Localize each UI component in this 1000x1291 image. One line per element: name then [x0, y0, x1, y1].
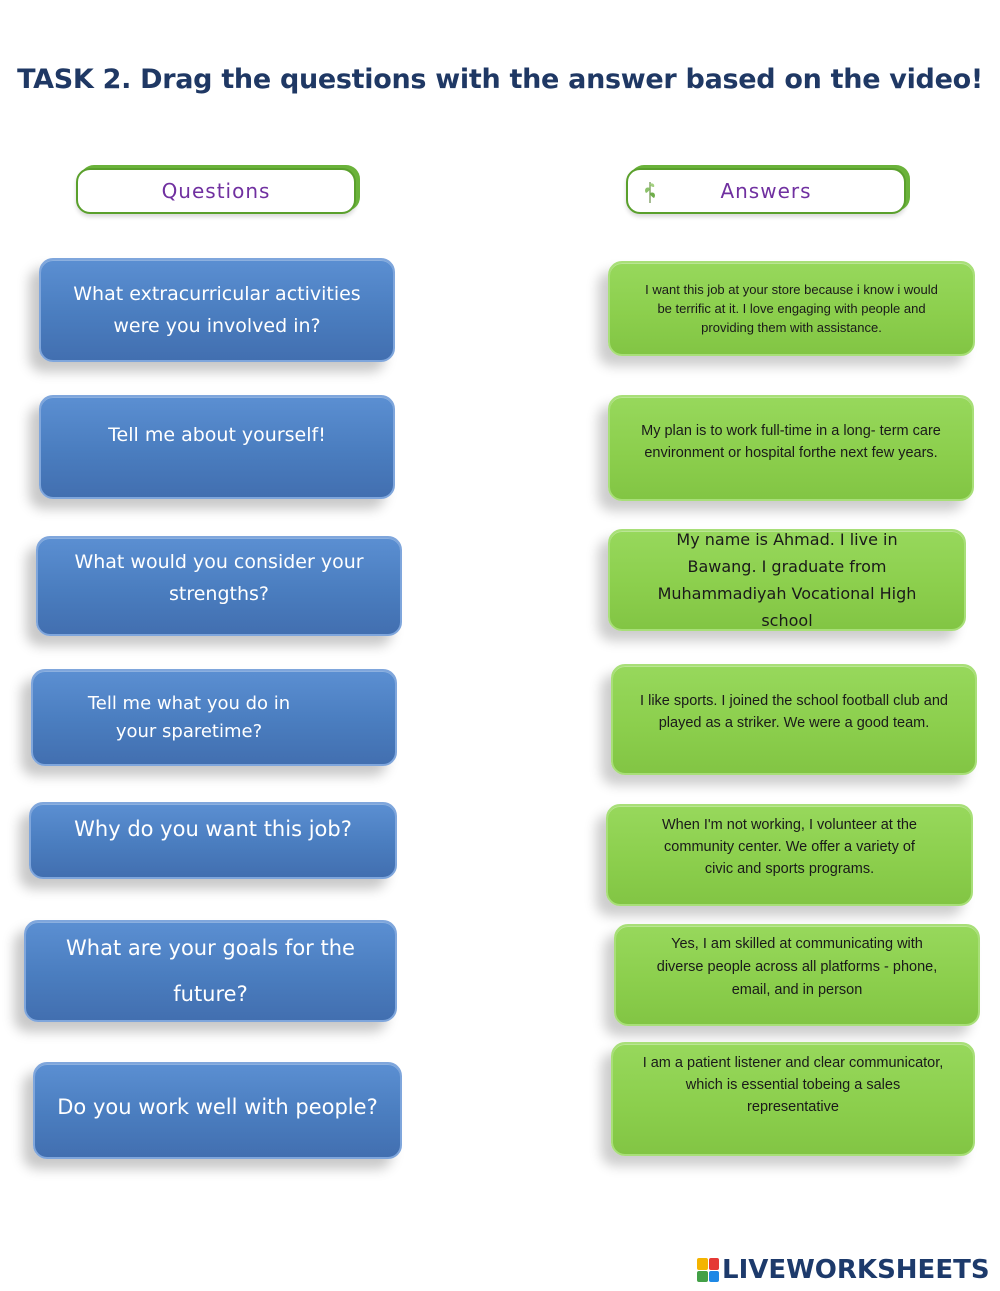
answer-text: My name is Ahmad. I live in Bawang. I gr…: [657, 530, 917, 630]
answer-text: I want this job at your store because i …: [645, 282, 938, 335]
answer-text: My plan is to work full-time in a long- …: [641, 423, 941, 461]
answer-card-5[interactable]: When I'm not working, I volunteer at the…: [606, 804, 973, 906]
answer-card-7[interactable]: I am a patient listener and clear commun…: [611, 1042, 975, 1156]
answer-text: I am a patient listener and clear commun…: [642, 1055, 944, 1115]
logo-text: LIVEWORKSHEETS: [722, 1255, 990, 1285]
question-text: Tell me what you do in your sparetime?: [87, 692, 291, 742]
questions-header: Questions: [76, 168, 356, 214]
answer-card-4[interactable]: I like sports. I joined the school footb…: [611, 664, 977, 775]
page-title: TASK 2. Drag the questions with the answ…: [17, 64, 983, 95]
question-card-1[interactable]: What extracurricular activities were you…: [39, 258, 395, 362]
answers-header: Answers: [626, 168, 906, 214]
answers-header-label: Answers: [720, 179, 812, 203]
question-card-5[interactable]: Why do you want this job?: [29, 802, 397, 879]
question-text: Do you work well with people?: [57, 1094, 378, 1119]
question-text: What would you consider your strengths?: [74, 551, 364, 605]
question-text: What are your goals for the future?: [66, 936, 355, 1006]
answer-card-1[interactable]: I want this job at your store because i …: [608, 261, 975, 356]
answer-card-6[interactable]: Yes, I am skilled at communicating with …: [614, 924, 980, 1026]
question-card-2[interactable]: Tell me about yourself!: [39, 395, 395, 499]
answer-text: When I'm not working, I volunteer at the…: [661, 817, 918, 877]
answer-card-2[interactable]: My plan is to work full-time in a long- …: [608, 395, 974, 501]
answer-text: Yes, I am skilled at communicating with …: [656, 935, 938, 998]
liveworksheets-logo-icon: [697, 1258, 719, 1282]
question-text: Why do you want this job?: [74, 816, 352, 841]
question-card-7[interactable]: Do you work well with people?: [33, 1062, 402, 1159]
question-card-4[interactable]: Tell me what you do in your sparetime?: [31, 669, 397, 766]
leaf-icon: [645, 182, 655, 204]
questions-header-label: Questions: [161, 179, 271, 203]
question-card-3[interactable]: What would you consider your strengths?: [36, 536, 402, 636]
question-text: Tell me about yourself!: [108, 424, 326, 446]
question-card-6[interactable]: What are your goals for the future?: [24, 920, 397, 1022]
answer-text: I like sports. I joined the school footb…: [640, 692, 948, 731]
answer-card-3[interactable]: My name is Ahmad. I live in Bawang. I gr…: [608, 529, 966, 631]
question-text: What extracurricular activities were you…: [73, 283, 361, 337]
liveworksheets-logo[interactable]: LIVEWORKSHEETS: [697, 1255, 990, 1285]
